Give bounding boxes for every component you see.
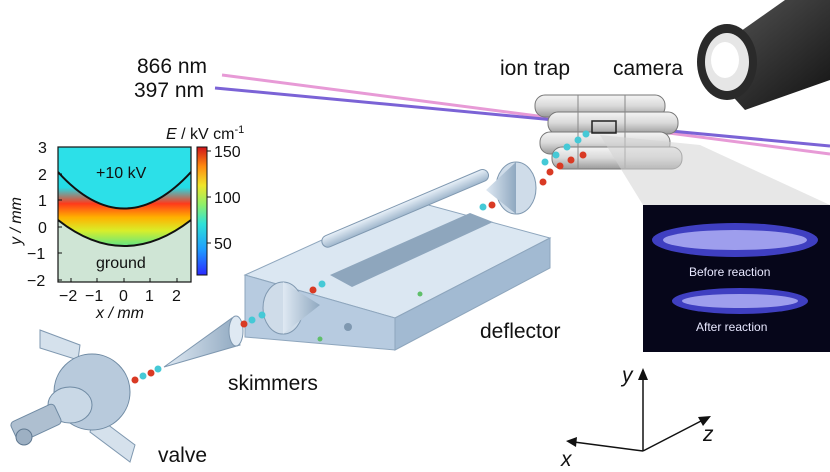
laser-866-beam xyxy=(221,73,830,156)
skimmer-2 xyxy=(262,161,537,335)
field-inset: +10 kV ground 3 2 1 0 −1 −2 y / mm −2 −1 xyxy=(8,124,244,322)
inset-x-ticks: −2 −1 0 1 2 xyxy=(59,278,181,305)
y-tick-3: 3 xyxy=(38,140,47,157)
ion-trap-label: ion trap xyxy=(500,57,570,80)
x-tick-neg1: −1 xyxy=(85,288,103,305)
laser-397-label: 397 nm xyxy=(134,79,204,102)
deflector xyxy=(243,169,552,351)
y-tick-neg1: −1 xyxy=(27,246,45,263)
molecular-beam xyxy=(131,130,590,384)
colorbar-tick-150: 150 xyxy=(214,144,241,161)
electrode-top-contour xyxy=(58,171,191,210)
colorbar-tick-50: 50 xyxy=(214,236,232,253)
y-tick-0: 0 xyxy=(38,220,47,237)
valve xyxy=(10,329,136,463)
trap-center-box xyxy=(591,120,617,134)
y-tick-neg2: −2 xyxy=(27,273,45,290)
inset-y-ticks: 3 2 1 0 −1 −2 xyxy=(27,140,62,290)
laser-866-label: 866 nm xyxy=(137,55,207,78)
colorbar-title: E / kV cm-1 xyxy=(166,124,244,143)
inset-x-label: x / mm xyxy=(95,305,144,322)
camera xyxy=(697,0,830,110)
x-tick-0: 0 xyxy=(119,288,128,305)
inset-y-label: y / mm xyxy=(8,197,25,246)
valve-label: valve xyxy=(158,444,207,467)
colorbar xyxy=(196,146,208,276)
camera-label: camera xyxy=(613,57,683,80)
top-electrode-label: +10 kV xyxy=(96,165,147,182)
x-tick-2: 2 xyxy=(172,288,181,305)
coordinate-axes xyxy=(566,368,711,452)
laser-397-beam xyxy=(214,86,830,148)
y-tick-1: 1 xyxy=(38,193,47,210)
ion-images-panel: Before reaction After reaction xyxy=(643,205,830,352)
skimmers-label: skimmers xyxy=(228,372,318,395)
x-tick-neg2: −2 xyxy=(59,288,77,305)
axis-x-label: x xyxy=(560,448,573,471)
before-reaction-label: Before reaction xyxy=(689,265,770,279)
axis-z-label: z xyxy=(702,423,714,446)
axis-y-label: y xyxy=(620,364,634,387)
electrode-bottom-contour xyxy=(58,219,191,247)
x-tick-1: 1 xyxy=(145,288,154,305)
colorbar-title-sup: -1 xyxy=(234,124,244,136)
y-tick-2: 2 xyxy=(38,167,47,184)
colorbar-tick-100: 100 xyxy=(214,190,241,207)
deflector-label: deflector xyxy=(480,320,561,343)
after-reaction-label: After reaction xyxy=(696,320,767,334)
ground-label: ground xyxy=(96,255,146,272)
skimmer-1 xyxy=(163,315,244,368)
